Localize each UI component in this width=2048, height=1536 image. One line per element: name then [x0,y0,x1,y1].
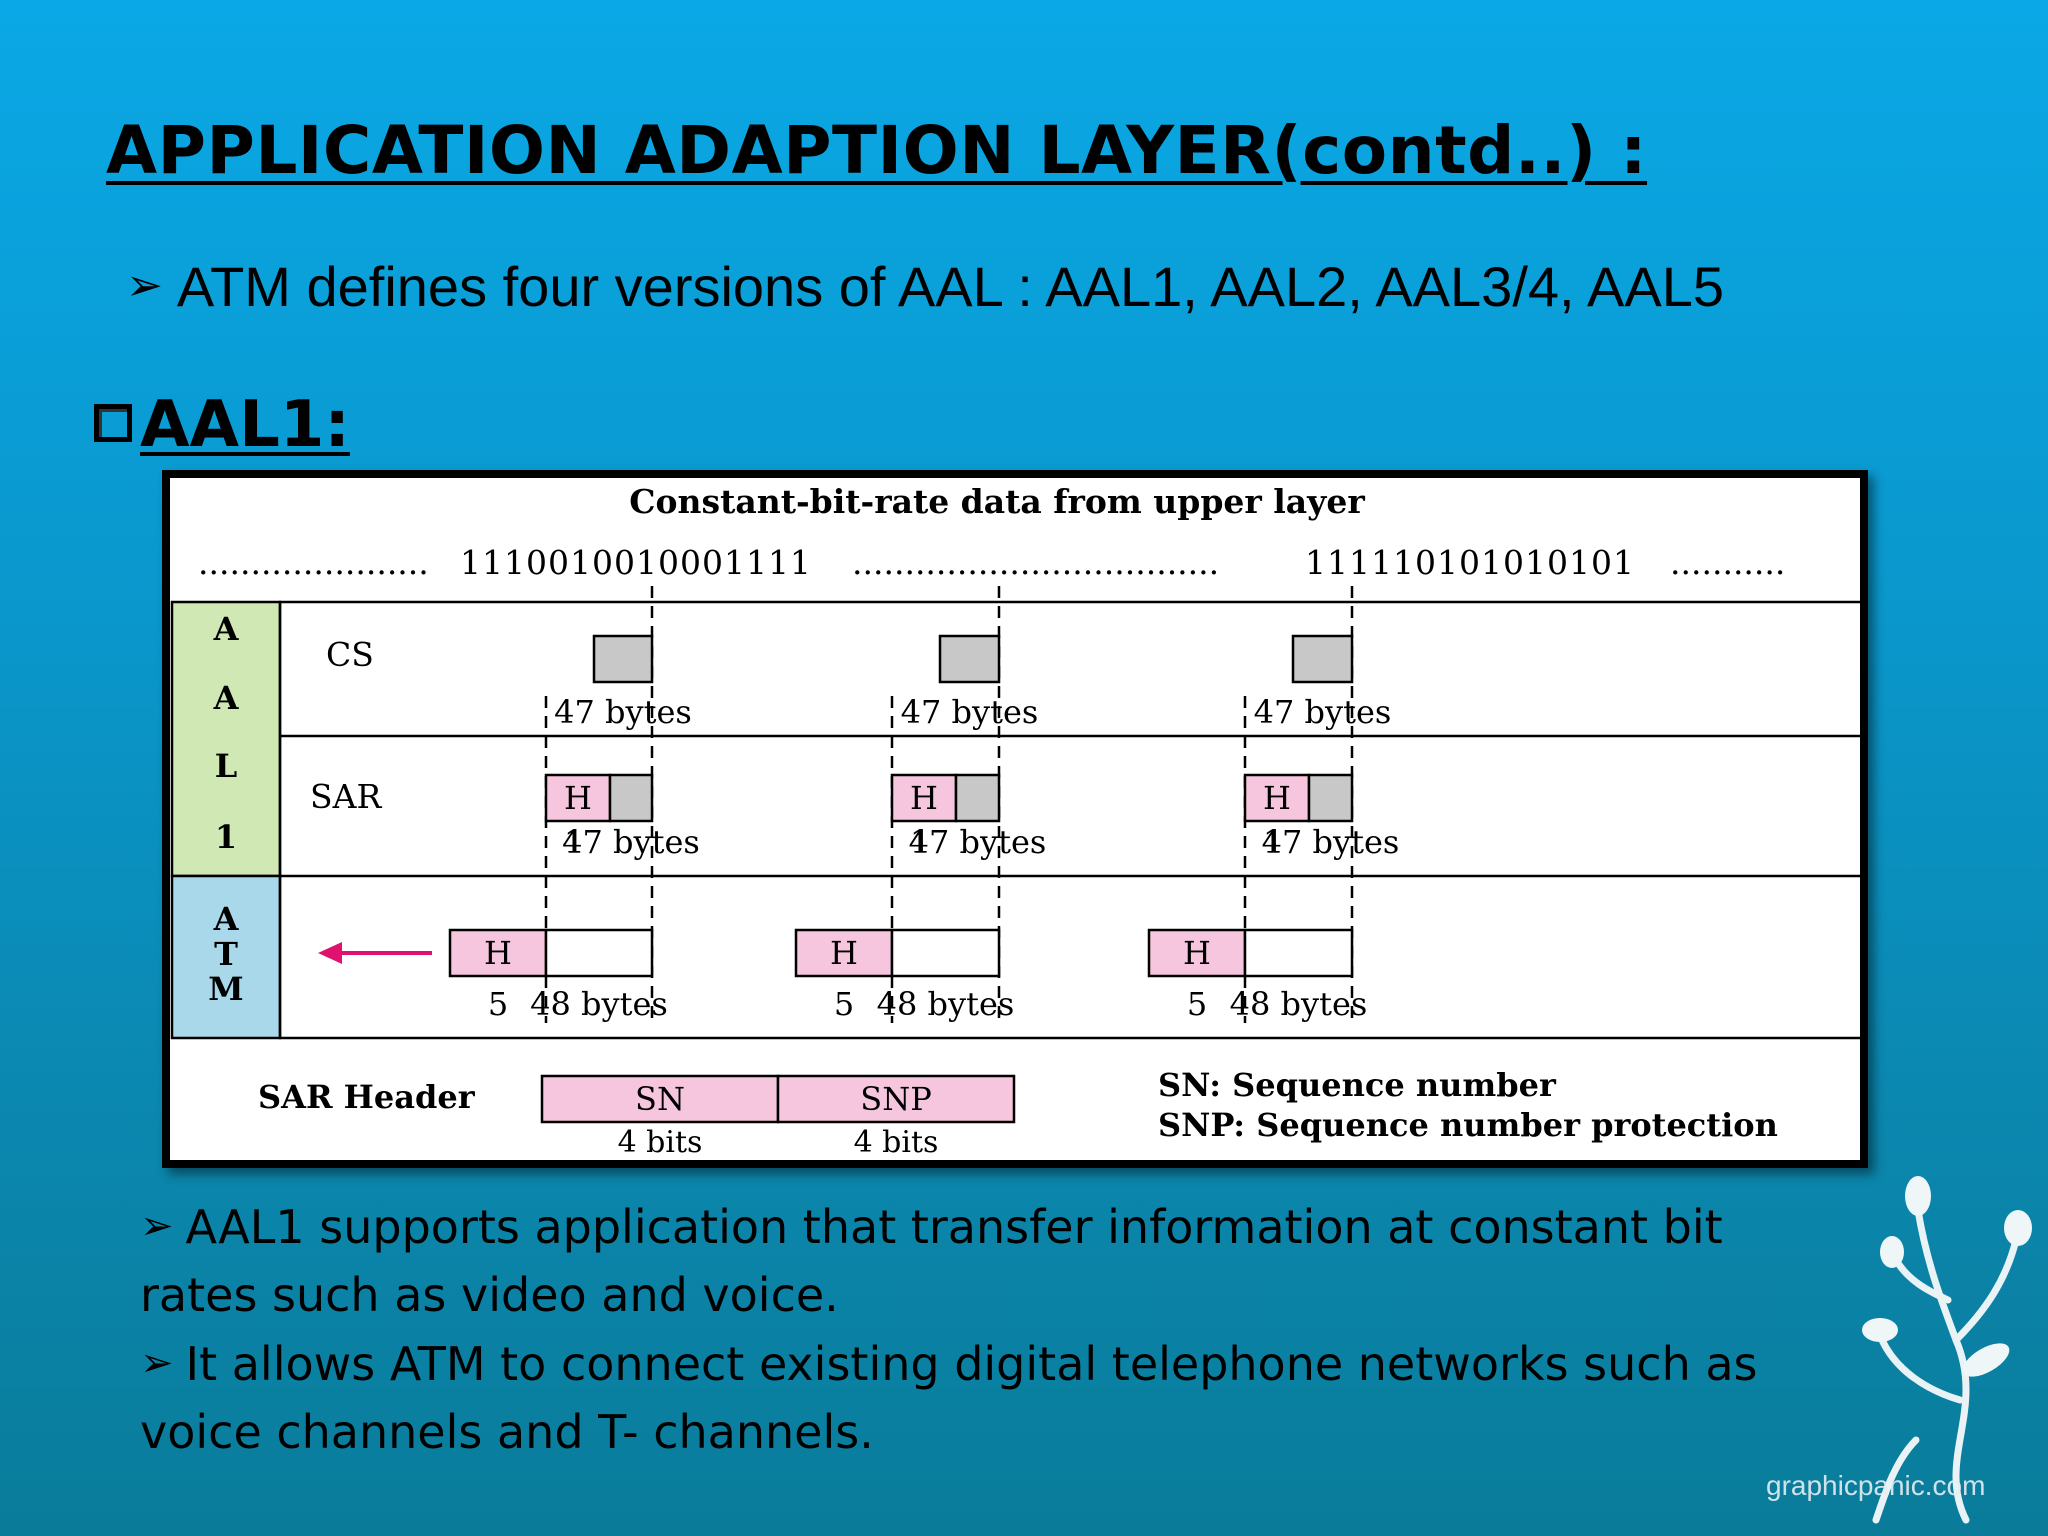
body-bullets: ➢AAL1 supports application that transfer… [140,1192,1800,1466]
atm-h-label: H [830,934,858,972]
sar-h-size: 1 [1263,823,1283,861]
sar-header-label: SAR Header [258,1078,476,1116]
aal-letter: L [215,747,238,785]
checkbox-bullet-icon [94,404,132,442]
bitstream-left-dots: ...................... [198,543,429,582]
diagram-header: Constant-bit-rate data from upper layer [629,482,1365,521]
section-heading-text: AAL1: [140,388,350,462]
slide-title: APPLICATION ADAPTION LAYER(contd..) : [106,112,1648,189]
sar-h-label: H [910,779,938,817]
sar-bytes-label: 47 bytes [909,823,1047,861]
bullet-text: AAL1 supports application that transfer … [140,1200,1723,1322]
sar-h-label: H [564,779,592,817]
bullet-text: It allows ATM to connect existing digita… [140,1337,1758,1459]
sar-bytes-label: 47 bytes [1262,823,1400,861]
left-arrow-icon [318,942,432,964]
aal-letter: A [213,679,240,717]
sar-payload-block [608,773,654,823]
aal1-diagram: Constant-bit-rate data from upper layer … [162,470,1868,1168]
sar-h-label: H [1263,779,1291,817]
atm-bytes-label: 48 bytes [877,985,1015,1023]
snp-bits: 4 bits [854,1125,939,1160]
atm-h-label: H [1183,934,1211,972]
bitstream-right-dots: ........... [1670,543,1785,582]
floral-decoration-icon [1862,1176,2032,1524]
header-label: Constant-bit-rate data from upper layer [629,482,1365,521]
bitstream-bits-1: 1110010010001111 [460,543,812,582]
cs-label: CS [326,635,374,674]
sn-label: SN [635,1080,685,1118]
atm-letter: M [208,970,243,1008]
atm-h-label: H [484,934,512,972]
cs-payload-block [592,634,654,684]
bitstream-mid-dots: ................................... [852,543,1219,582]
aal-letter: 1 [215,818,237,856]
arrow-bullet-icon: ➢ [140,1203,174,1249]
sar-bytes-label: 47 bytes [562,823,700,861]
atm-payload-block [1243,928,1354,978]
arrow-bullet-icon: ➢ [140,1340,174,1386]
snp-label: SNP [860,1080,931,1118]
cs-payload-block [938,634,1001,684]
sar-payload-block [954,773,1001,823]
atm-letter: A [213,900,240,938]
sar-header-block [890,773,958,823]
atm-bytes-label: 48 bytes [1230,985,1368,1023]
cs-payload-block [1291,634,1354,684]
sn-legend: SN: Sequence number [1158,1066,1557,1104]
aal1-band [170,600,282,878]
cs-bytes-label: 47 bytes [901,693,1039,731]
arrow-bullet-icon: ➢ [126,260,163,311]
sar-payload-block [1307,773,1354,823]
sar-header-block [544,773,612,823]
sar-h-size: 1 [910,823,930,861]
atm-h-size: 5 [488,985,508,1023]
section-heading: AAL1: [94,388,350,462]
aal-letter: A [213,610,240,648]
atm-payload-block [890,928,1001,978]
bullet-item: ➢AAL1 supports application that transfer… [140,1192,1800,1329]
atm-band [170,874,282,1040]
atm-payload-block [544,928,654,978]
sn-field [540,1074,780,1124]
cs-bytes-label: 47 bytes [554,693,692,731]
snp-field [776,1074,1016,1124]
sar-label: SAR [310,777,382,816]
cs-bytes-label: 47 bytes [1254,693,1392,731]
atm-bytes-label: 48 bytes [530,985,668,1023]
snp-legend: SNP: Sequence number protection [1158,1106,1778,1144]
bullet-item: ➢It allows ATM to connect existing digit… [140,1329,1800,1466]
layers-table [278,600,1860,1040]
sar-h-size: 1 [564,823,584,861]
atm-header-block [794,928,894,978]
sn-bits: 4 bits [618,1125,703,1160]
intro-text: ATM defines four versions of AAL : AAL1,… [176,255,1725,318]
intro-bullet: ➢ ATM defines four versions of AAL : AAL1… [126,254,1724,319]
bitstream-bits-2: 111110101010101 [1305,543,1635,582]
atm-letter: T [214,935,238,973]
atm-h-size: 5 [834,985,854,1023]
bitstream: ...................... 1110010010001111 … [198,543,1785,582]
watermark: graphicpanic.com [1766,1470,1986,1501]
atm-h-size: 5 [1187,985,1207,1023]
